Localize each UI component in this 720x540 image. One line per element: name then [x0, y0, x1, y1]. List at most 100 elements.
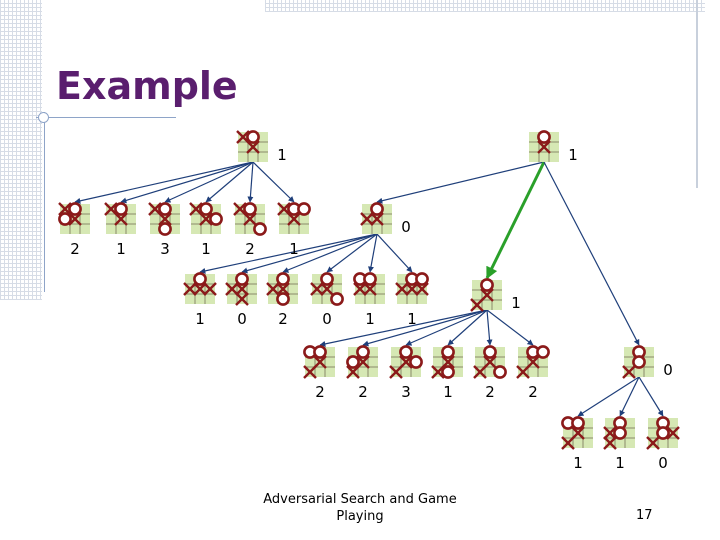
o-mark	[58, 212, 72, 226]
node-value-label: 1	[615, 454, 625, 472]
board-node-e2: 1	[603, 416, 635, 472]
tree-edge	[619, 376, 640, 417]
tree-edge	[74, 161, 254, 204]
x-mark	[431, 365, 445, 379]
o-mark	[441, 345, 455, 359]
tree-edge	[368, 233, 378, 273]
x-mark	[266, 282, 280, 296]
node-value-label: 1	[443, 383, 453, 401]
o-mark	[441, 365, 455, 379]
tree-edge	[486, 309, 493, 346]
o-mark	[613, 426, 627, 440]
tree-edge	[247, 161, 254, 203]
node-value-label: 2	[245, 240, 255, 258]
tree-edge	[447, 309, 488, 346]
board-node-a: 1	[236, 130, 287, 164]
x-mark	[516, 365, 530, 379]
x-mark	[320, 282, 334, 296]
node-value-label: 1	[365, 310, 375, 328]
o-mark	[243, 202, 257, 216]
tree-edges	[74, 161, 664, 417]
tree-edge	[120, 161, 254, 204]
board-node-c5: 1	[353, 272, 385, 328]
node-value-label: 2	[315, 383, 325, 401]
x-mark	[58, 202, 72, 216]
board-node-d6: 2	[516, 345, 550, 401]
x-mark	[287, 212, 301, 226]
page-number: 17	[636, 508, 653, 523]
tree-edge	[638, 376, 664, 417]
o-mark	[656, 426, 670, 440]
o-mark	[409, 355, 423, 369]
x-mark	[277, 202, 291, 216]
board-node-d4: 1	[431, 345, 463, 401]
tree-edge	[199, 233, 378, 274]
o-mark	[114, 202, 128, 216]
node-value-label: 2	[358, 383, 368, 401]
o-mark	[415, 272, 429, 286]
o-mark	[199, 202, 213, 216]
x-mark	[405, 282, 419, 296]
node-value-label: 3	[401, 383, 411, 401]
tree-edge	[326, 233, 378, 273]
o-mark	[297, 202, 311, 216]
x-mark	[353, 282, 367, 296]
x-mark	[395, 282, 409, 296]
board-node-c3: 2	[266, 272, 298, 328]
node-value-label: 1	[195, 310, 205, 328]
x-mark	[148, 202, 162, 216]
x-mark	[276, 282, 290, 296]
o-mark	[370, 202, 384, 216]
o-mark	[246, 130, 260, 144]
o-mark	[493, 365, 507, 379]
tree-edge	[543, 161, 640, 346]
o-mark	[276, 272, 290, 286]
tree-edge	[405, 309, 488, 346]
slide-title: Example	[56, 64, 238, 108]
o-mark	[399, 345, 413, 359]
node-value-label: 0	[663, 361, 673, 379]
x-mark	[203, 282, 217, 296]
x-mark	[603, 426, 617, 440]
node-value-label: 0	[401, 218, 411, 236]
x-mark	[225, 282, 239, 296]
o-mark	[330, 292, 344, 306]
o-mark	[571, 416, 585, 430]
x-mark	[470, 298, 484, 312]
o-mark	[356, 345, 370, 359]
tree-edge	[362, 309, 488, 347]
node-value-label: 1	[568, 146, 578, 164]
x-mark	[236, 130, 250, 144]
tree-edge	[486, 309, 534, 346]
board-node-a4: 1	[189, 202, 223, 258]
node-value-label: 1	[407, 310, 417, 328]
tree-edge	[376, 161, 545, 204]
board-node-d: 1	[470, 278, 521, 312]
tree-edge	[164, 161, 254, 203]
o-mark	[193, 272, 207, 286]
top-decoration	[265, 0, 705, 12]
x-mark	[199, 212, 213, 226]
board-node-a2: 1	[104, 202, 136, 258]
board-node-d3: 3	[389, 345, 423, 401]
x-mark	[233, 202, 247, 216]
x-mark	[183, 282, 197, 296]
o-mark	[158, 222, 172, 236]
x-mark	[646, 436, 660, 450]
x-mark	[310, 282, 324, 296]
board-node-b: 1	[529, 130, 578, 164]
board-node-a6: 1	[277, 202, 311, 258]
tree-edge	[376, 233, 413, 273]
board-node-c6: 1	[395, 272, 429, 328]
node-value-label: 1	[573, 454, 583, 472]
x-mark	[235, 282, 249, 296]
board-node-e: 0	[622, 345, 673, 379]
node-value-label: 1	[277, 146, 287, 164]
x-mark	[68, 212, 82, 226]
o-mark	[276, 292, 290, 306]
tree-edge	[205, 161, 254, 203]
x-mark	[346, 365, 360, 379]
x-mark	[370, 212, 384, 226]
board-node-a5: 2	[233, 202, 267, 258]
